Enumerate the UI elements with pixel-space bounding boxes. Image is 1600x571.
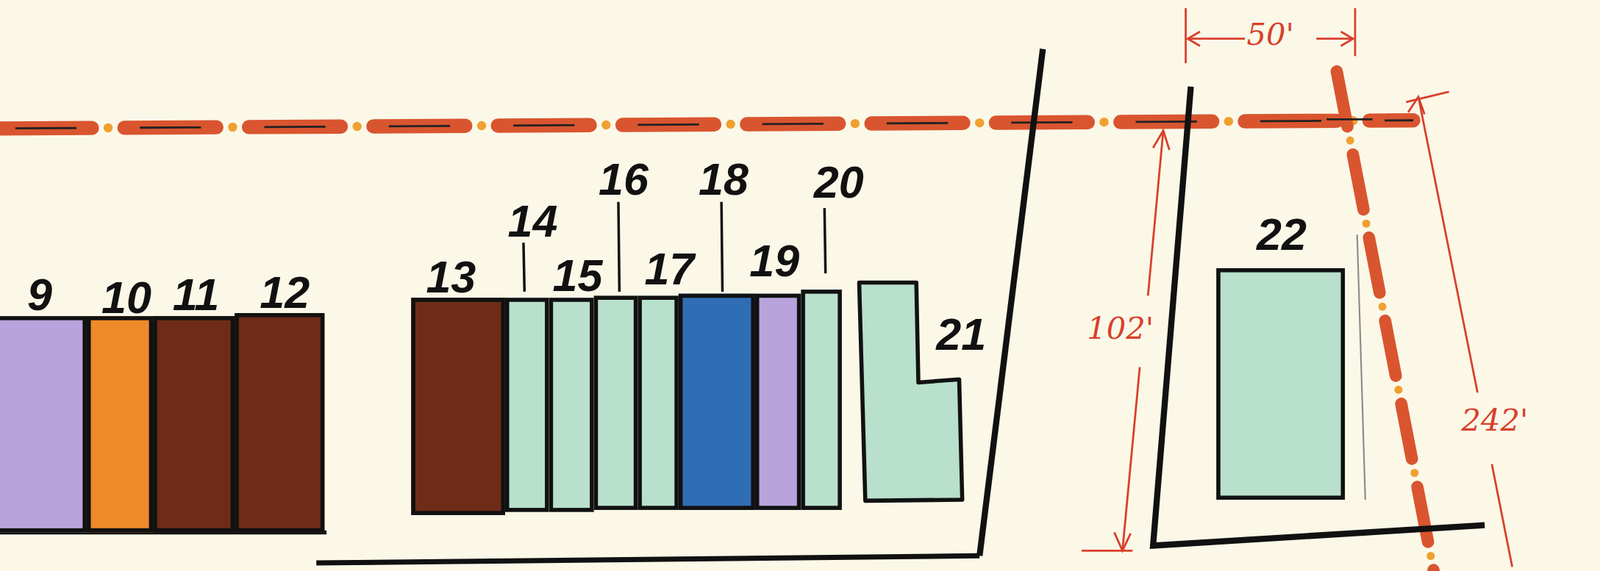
- lot-number: 10: [101, 275, 152, 321]
- lot-box: 14: [505, 297, 550, 512]
- lot-box: 20: [800, 289, 842, 511]
- dimension-label: 242': [1459, 405, 1531, 437]
- lot-number: 11: [172, 272, 220, 318]
- lot-box: 12: [234, 313, 325, 533]
- lot-box: 10: [86, 316, 153, 533]
- lot-number: 20: [813, 160, 864, 206]
- lot-box: 16: [594, 295, 639, 510]
- lot-number: 15: [552, 252, 603, 298]
- lot-number: 21: [936, 312, 987, 358]
- lot-number: 18: [698, 157, 749, 203]
- lot-number: 17: [644, 247, 695, 292]
- lot-box: 15: [549, 297, 595, 512]
- dimension-label: 50': [1244, 19, 1297, 50]
- lot-number: 22: [1256, 212, 1307, 258]
- lot-box: 18: [678, 294, 756, 511]
- lot-number: 9: [27, 272, 53, 318]
- lot-number: 14: [507, 199, 558, 245]
- lot-number: 16: [598, 157, 649, 203]
- lot-number: 19: [749, 238, 800, 284]
- lot-box: 21: [857, 280, 1000, 504]
- lot-box: 22: [1216, 268, 1345, 500]
- lot-number: 12: [259, 270, 310, 316]
- lot-box: 19: [755, 294, 801, 511]
- lot-box: 17: [637, 295, 679, 510]
- lot-number: 13: [425, 255, 476, 300]
- dimension-label: 102': [1085, 313, 1156, 345]
- lot-box: 13: [411, 297, 506, 516]
- lot-box: 9: [0, 316, 87, 533]
- lot-box: 11: [152, 316, 235, 533]
